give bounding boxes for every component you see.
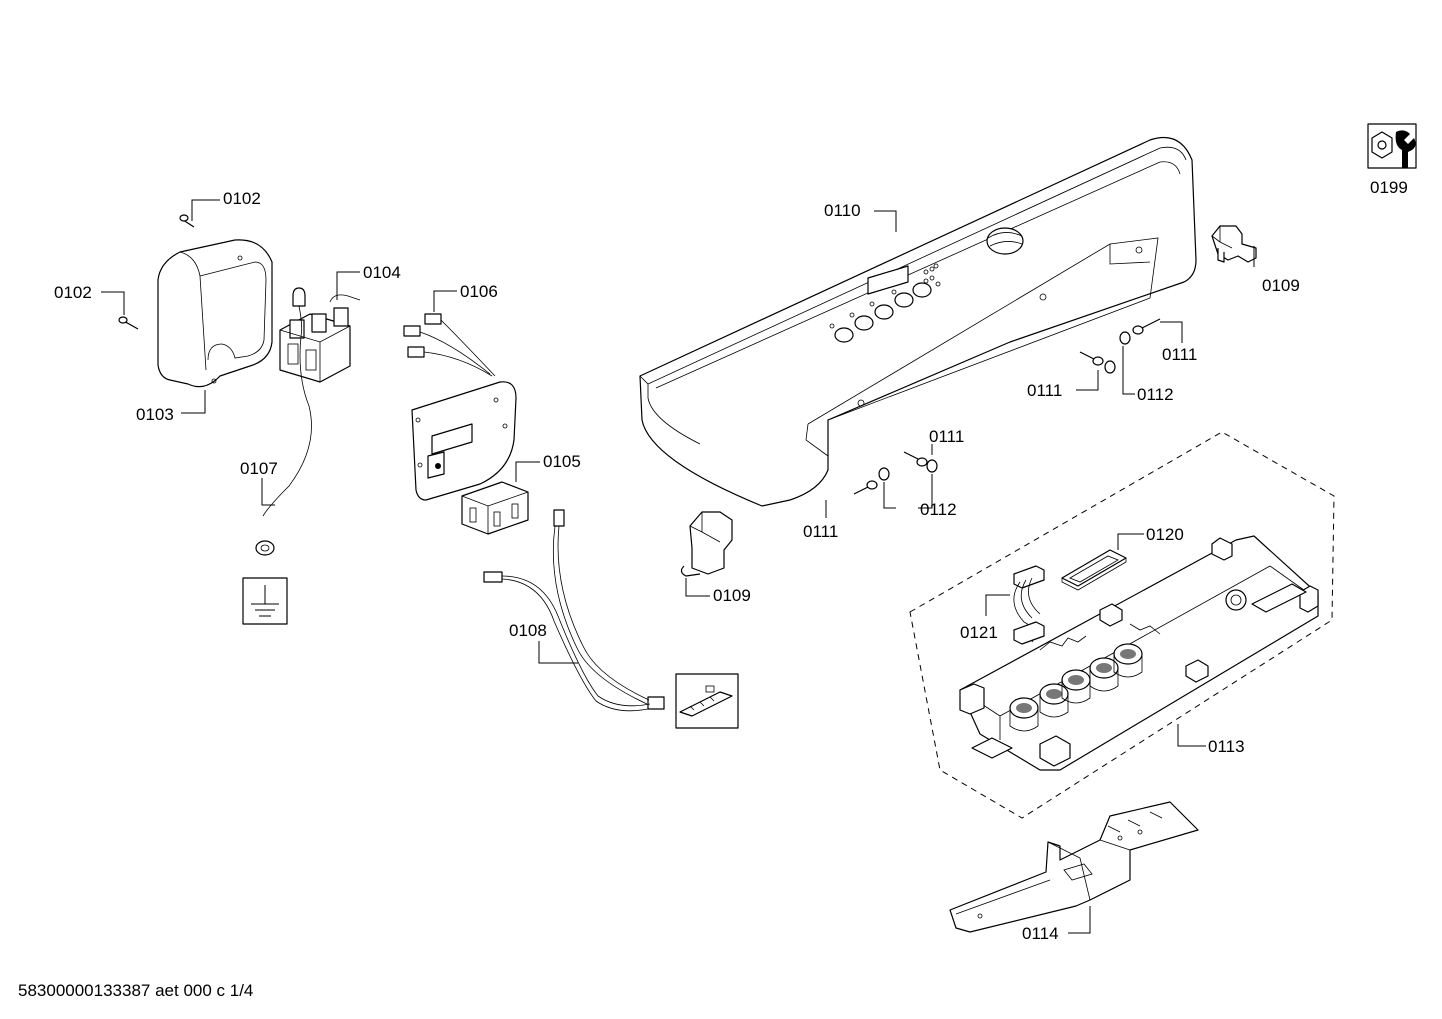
label-0102-top: 0102 (223, 189, 261, 208)
cover-box-0103[interactable] (157, 239, 273, 388)
label-0108: 0108 (509, 621, 547, 640)
terminal-block-0104[interactable] (279, 294, 361, 383)
support-bracket-0114[interactable] (949, 801, 1199, 933)
connector-inset-icon (675, 673, 739, 729)
ground-symbol-icon (242, 577, 288, 625)
display-window-0120[interactable] (1061, 549, 1127, 591)
washer-0112-a[interactable] (1119, 331, 1131, 345)
label-0107: 0107 (240, 459, 278, 478)
washer-0112-c[interactable] (926, 459, 938, 473)
label-0111-d: 0111 (803, 522, 838, 541)
earth-cable-0107[interactable] (255, 287, 312, 556)
washer-0112-d[interactable] (878, 467, 890, 481)
control-panel-0110[interactable] (639, 136, 1197, 507)
label-0110: 0110 (824, 201, 861, 220)
label-0109-center: 0109 (713, 586, 751, 605)
label-0111-a: 0111 (1162, 345, 1197, 364)
label-0105: 0105 (543, 452, 581, 471)
label-0102-left: 0102 (54, 283, 92, 302)
relay-0105[interactable] (461, 481, 529, 535)
document-id: 58300000133387 aet 000 c 1/4 (18, 981, 254, 1000)
clip-0109-center[interactable] (680, 511, 733, 577)
cable-assembly-0108[interactable] (483, 509, 665, 712)
label-0121: 0121 (960, 623, 998, 642)
washer-0112-b[interactable] (1104, 360, 1116, 374)
screw-0102-top[interactable] (179, 214, 195, 228)
label-0106: 0106 (460, 282, 498, 301)
label-0103: 0103 (136, 405, 174, 424)
wiring-harness-0106[interactable] (403, 313, 496, 377)
clip-0109-right[interactable] (1211, 225, 1257, 263)
connector-0121[interactable] (1013, 565, 1045, 645)
label-0104: 0104 (363, 263, 401, 282)
label-0109-right: 0109 (1262, 276, 1300, 295)
label-0120: 0120 (1146, 525, 1184, 544)
label-0199: 0199 (1370, 178, 1408, 197)
electronic-module-0113[interactable] (959, 535, 1319, 771)
label-0112-a: 0112 (1137, 385, 1174, 404)
label-0113: 0113 (1208, 737, 1245, 756)
screw-0111-d[interactable] (853, 480, 878, 495)
tool-kit-icon[interactable] (1367, 123, 1417, 169)
screw-0111-b[interactable] (1079, 351, 1104, 366)
screw-0111-a[interactable] (1132, 318, 1161, 335)
label-0111-c: 0111 (929, 427, 964, 446)
label-0111-b: 0111 (1027, 381, 1062, 400)
label-0114: 0114 (1022, 924, 1059, 943)
screw-0111-c[interactable] (903, 451, 928, 467)
screw-0102-left[interactable] (118, 316, 139, 330)
label-0112-b: 0112 (920, 500, 957, 519)
mounting-plate[interactable] (411, 381, 517, 501)
